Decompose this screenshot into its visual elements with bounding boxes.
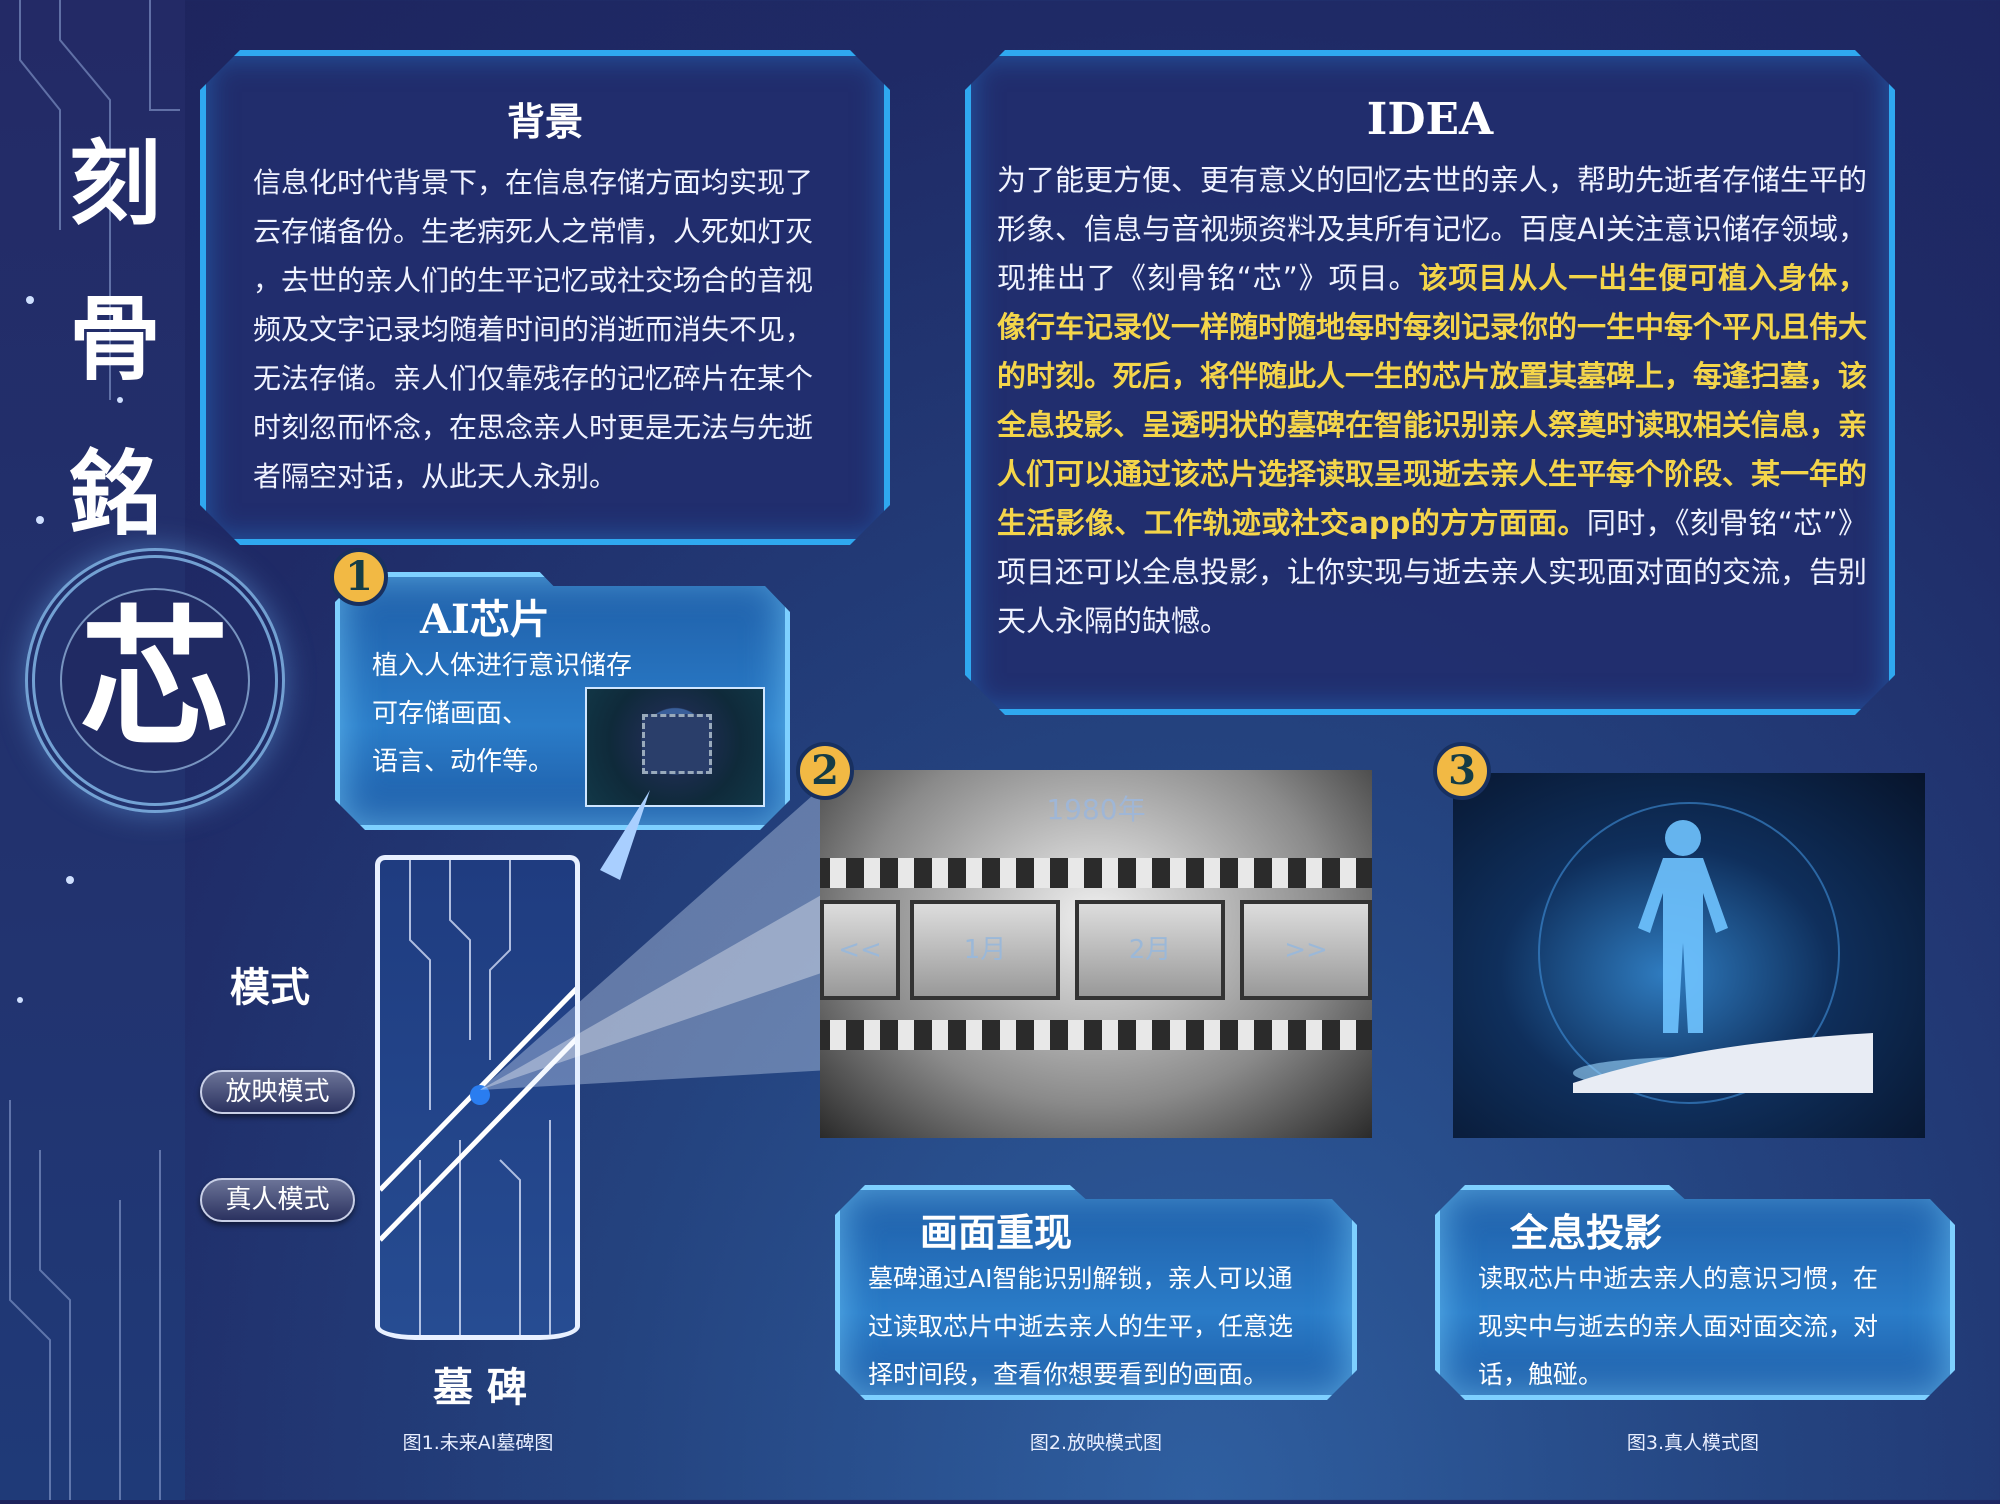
light-beam-icon	[480, 780, 830, 1090]
core-ring-icon	[25, 548, 285, 813]
idea-panel: IDEA 为了能更方便、更有意义的回忆去世的亲人，帮助先逝者存储生平的形象、信息…	[965, 50, 1895, 715]
figure-1-caption: 图1.未来AI墓碑图	[402, 1432, 554, 1454]
background-line: 者隔空对话，从此天人永别。	[253, 460, 618, 493]
background-line: 无法存储。亲人们仅靠残存的记忆碎片在某个	[253, 362, 814, 395]
replay-panel: 画面重现 墓碑通过AI智能识别解锁，亲人可以通 过读取芯片中逝去亲人的生平，任意…	[835, 1185, 1357, 1400]
badge-1: 1	[330, 548, 388, 606]
mode-title: 模式	[230, 964, 310, 1011]
tombstone-image	[375, 855, 580, 1340]
film-prev[interactable]: <<	[820, 900, 900, 1000]
hologram-person-icon	[1538, 802, 1873, 1104]
figure-3-caption: 图3.真人模式图	[1626, 1432, 1760, 1454]
film-frame-jan[interactable]: 1月	[910, 900, 1060, 1000]
idea-highlight-text: 该项目从人一出生便可植入身体，像行车记录仪一样随时随地每时每刻记录你的一生中每个…	[997, 261, 1868, 540]
background-title: 背景	[506, 99, 583, 144]
film-strip-image: 1980年 << 1月 2月 >>	[820, 770, 1372, 1138]
chip-line: 语言、动作等。	[372, 747, 555, 777]
projection-mode-button[interactable]: 放映模式	[200, 1070, 355, 1114]
hologram-image	[1453, 773, 1925, 1138]
hologram-panel: 全息投影 读取芯片中逝去亲人的意识习惯，在 现实中与逝去的亲人面对面交流，对 话…	[1435, 1185, 1955, 1400]
ai-chip-text: 植入人体进行意识储存 可存储画面、 语言、动作等。	[372, 642, 632, 786]
title-char-3: 銘	[68, 440, 161, 548]
hologram-text: 读取芯片中逝去亲人的意识习惯，在 现实中与逝去的亲人面对面交流，对 话，触碰。	[1478, 1255, 1878, 1399]
chip-line: 植入人体进行意识储存	[372, 651, 633, 681]
film-perforation	[820, 1020, 1372, 1050]
badge-3: 3	[1433, 742, 1491, 800]
hologram-line: 话，触碰。	[1478, 1360, 1604, 1389]
replay-line: 过读取芯片中逝去亲人的生平，任意选	[868, 1312, 1294, 1341]
replay-line: 墓碑通过AI智能识别解锁，亲人可以通	[868, 1264, 1293, 1293]
background-panel: 背景 信息化时代背景下，在信息存储方面均实现了云存储备份。生老病死人之常情，人死…	[200, 50, 890, 545]
replay-line: 择时间段，查看你想要看到的画面。	[868, 1360, 1269, 1389]
hologram-line: 现实中与逝去的亲人面对面交流，对	[1478, 1312, 1879, 1341]
background-line: 信息化时代背景下，在信息存储方面均实现了	[253, 166, 814, 199]
idea-text-segment: 同时，《刻骨铭“芯”》项目还可以全息投影，让你实现与逝去亲人实现面对面的交流，告…	[997, 506, 1868, 638]
title-char-2: 骨	[68, 285, 161, 393]
brain-chip-icon	[642, 714, 712, 774]
chip-image	[585, 687, 765, 807]
idea-title: IDEA	[1366, 94, 1494, 145]
title-core-char: 芯	[79, 593, 230, 767]
ai-chip-title: AI芯片	[420, 596, 550, 643]
core-circle	[60, 588, 250, 773]
film-perforation	[820, 858, 1372, 888]
tombstone-label: 墓 碑	[433, 1364, 527, 1411]
idea-text-segment: 为了能更方便、更有意义的回忆去世的亲人，帮助先逝者存储生平的形象、信息与音视频资…	[997, 163, 1868, 295]
real-person-mode-button[interactable]: 真人模式	[200, 1178, 355, 1222]
background-line: 频及文字记录均随着时间的消逝而消失不见，	[253, 313, 814, 346]
figure-2-caption: 图2.放映模式图	[1029, 1432, 1163, 1454]
film-next[interactable]: >>	[1240, 900, 1372, 1000]
background-text: 信息化时代背景下，在信息存储方面均实现了云存储备份。生老病死人之常情，人死如灯灭…	[253, 158, 813, 501]
replay-title: 画面重现	[920, 1210, 1073, 1255]
circuit-lines-icon	[9, 0, 180, 1500]
title-char-1: 刻	[68, 130, 161, 238]
chip-line: 可存储画面、	[372, 699, 529, 729]
badge-2: 2	[796, 742, 854, 800]
film-frame-feb[interactable]: 2月	[1075, 900, 1225, 1000]
film-year: 1980年	[1046, 793, 1146, 826]
background-line: 时刻忽而怀念，在思念亲人时更是无法与先逝	[253, 411, 814, 444]
hologram-line: 读取芯片中逝去亲人的意识习惯，在	[1478, 1264, 1879, 1293]
replay-text: 墓碑通过AI智能识别解锁，亲人可以通 过读取芯片中逝去亲人的生平，任意选 择时间…	[868, 1255, 1293, 1399]
hologram-title: 全息投影	[1510, 1210, 1663, 1255]
background-line: 云存储备份。生老病死人之常情，人死如灯灭	[253, 215, 814, 248]
tombstone-circuit-icon	[380, 860, 575, 1335]
idea-text: 为了能更方便、更有意义的回忆去世的亲人，帮助先逝者存储生平的形象、信息与音视频资…	[997, 156, 1867, 646]
background-line: ，去世的亲人们的生平记忆或社交场合的音视	[253, 264, 814, 297]
